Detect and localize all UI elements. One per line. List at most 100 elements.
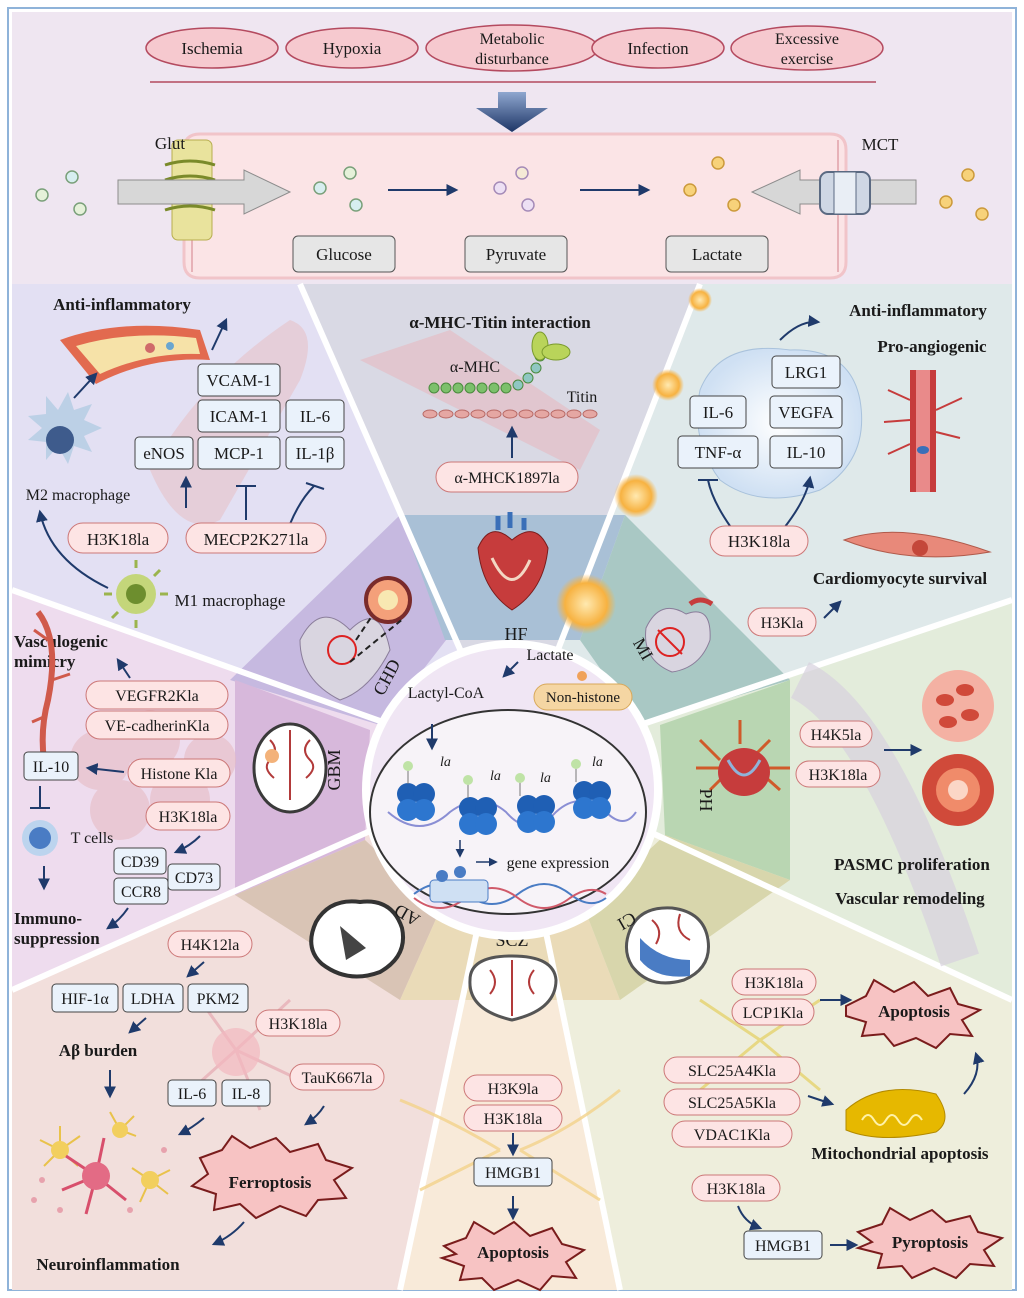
arrow-to-glycolysis — [186, 961, 205, 978]
abeta-burden: Aβ burden — [59, 1041, 138, 1060]
center-non-histone: Non-histone — [546, 690, 621, 706]
il1b-label: IL-1β — [296, 444, 335, 463]
gbm-vecadherinkla: VE-cadherinKla — [105, 718, 210, 735]
non-histone-dot — [577, 671, 587, 681]
la-mark-1: la — [440, 755, 451, 770]
gbm-vegfr2kla: VEGFR2Kla — [115, 688, 199, 705]
mi-pro-angiogenic: Pro-angiogenic — [877, 337, 987, 356]
la-mark-2: la — [490, 769, 501, 784]
pyruvate-label: Pyruvate — [486, 245, 546, 264]
ldha-label: LDHA — [131, 991, 176, 1008]
sarcomere-background — [360, 330, 600, 470]
pkm2-label: PKM2 — [197, 991, 240, 1008]
arrow-lactate-to-coa — [502, 661, 519, 678]
arrow-to-cd39 — [173, 835, 201, 854]
scz-neuron-background — [399, 1088, 621, 1202]
nucleosome-1: la — [397, 755, 451, 821]
pasmc-background — [790, 662, 979, 967]
mi-heart-icon — [645, 597, 714, 673]
ad-neuron-body — [212, 1028, 260, 1076]
inhibit-tcells — [30, 786, 50, 809]
center-lactyl-coa: Lactyl-CoA — [408, 685, 485, 702]
immuno-suppression: Immuno-suppression — [14, 909, 100, 948]
m1-macrophage-icon — [104, 560, 168, 628]
pasmc-proliferation: PASMC proliferation — [834, 855, 990, 874]
ci-apoptosis-burst-icon — [845, 978, 983, 1050]
enos-label: eNOS — [143, 444, 185, 463]
chd-marker-boxes: VCAM-1 ICAM-1 IL-6 eNOS MCP-1 IL-1β — [134, 363, 345, 470]
arrow-ccr8-to-immuno — [106, 907, 129, 930]
gbm-il10: IL-10 — [33, 759, 69, 776]
lrg1-label: LRG1 — [785, 363, 828, 382]
non-histone-pill — [533, 683, 633, 711]
arrow-il-to-neuro — [177, 1117, 205, 1136]
chd-h3k18la: H3K18la — [87, 530, 150, 549]
ad-glycolysis-boxes: HIF-1α LDHA PKM2 — [51, 983, 249, 1013]
amhc-chain-icon — [428, 331, 571, 394]
trigger-ischemia: Ischemia — [181, 39, 243, 58]
vegfa-label: VEGFA — [778, 403, 834, 422]
il6-chd-label: IL-6 — [300, 407, 330, 426]
ci-hmgb1: HMGB1 — [755, 1238, 811, 1255]
pyroptosis: Pyroptosis — [892, 1233, 969, 1252]
inhibit-mcp1 — [236, 485, 256, 520]
ferroptosis: Ferroptosis — [229, 1173, 312, 1192]
hf-amhck1897la: α-MHCK1897la — [454, 470, 559, 487]
ad-il8: IL-8 — [232, 1086, 260, 1103]
nucleosome-3: la — [515, 771, 555, 833]
vcam1-label: VCAM-1 — [206, 371, 271, 390]
arrow-m1-to-m2 — [36, 509, 109, 589]
chd-mecp2k271la: MECP2K271la — [204, 530, 309, 549]
nucleosome-group: la la la la — [397, 755, 611, 835]
blood-vessel-icon — [883, 370, 963, 492]
lactate-dots — [683, 156, 989, 221]
chd-heart-icon — [299, 576, 412, 701]
ci-h3k18la-2: H3K18la — [707, 1181, 766, 1198]
big-down-arrow — [476, 92, 548, 132]
gbm-histone-kla: Histone Kla — [141, 766, 218, 783]
glucose-dots-outside — [35, 170, 87, 216]
gbm-t-cells: T cells — [71, 830, 114, 847]
sector-scz — [400, 768, 620, 1290]
scz-h3k18la: H3K18la — [484, 1111, 543, 1128]
la-mark-4: la — [592, 755, 603, 770]
pyroptosis-burst-icon — [854, 1206, 1005, 1280]
trigger-infection: Infection — [627, 39, 689, 58]
il10-mi-label: IL-10 — [787, 443, 826, 462]
arrow-to-anti-inflammatory — [211, 317, 228, 351]
gbm-h3k18la: H3K18la — [159, 809, 218, 826]
arrow-to-il10 — [783, 475, 815, 529]
lactate-comet-icon — [556, 288, 712, 634]
m1-macrophage-label: M1 macrophage — [175, 591, 286, 610]
mcp1-label: MCP-1 — [214, 444, 264, 463]
ci-slc25a4kla: SLC25A4Kla — [688, 1063, 776, 1080]
scz-brain-icon — [468, 954, 558, 1022]
arrow-tau-to-ferro — [304, 1105, 325, 1126]
glucose-dots-inside — [313, 166, 363, 212]
mi-h3k18la: H3K18la — [728, 532, 791, 551]
ci-apoptosis: Apoptosis — [878, 1002, 950, 1021]
scz-hmgb1: HMGB1 — [485, 1165, 541, 1182]
lactate-label: Lactate — [692, 245, 742, 264]
arrow-to-survival — [823, 600, 842, 619]
inhibit-tnfa — [698, 479, 731, 527]
glucose-label: Glucose — [316, 245, 372, 264]
arrow-to-abeta — [128, 1017, 147, 1034]
mitochondria-icon — [845, 1089, 946, 1138]
ph-h3k18la: H3K18la — [809, 767, 868, 784]
ad-brain-icon — [309, 899, 405, 979]
arrow-ferro-to-neuro — [211, 1221, 245, 1246]
ci-brain-icon — [625, 906, 710, 985]
chd-outcome-anti-inflammatory: Anti-inflammatory — [53, 295, 191, 314]
cardiomyocyte-icon — [842, 531, 992, 558]
m2-macrophage-label: M2 macrophage — [26, 487, 130, 504]
cardiomyocyte-survival: Cardiomyocyte survival — [813, 569, 988, 588]
il6-mi-label: IL-6 — [703, 403, 733, 422]
mi-anti-inflammatory: Anti-inflammatory — [849, 301, 987, 320]
inhibit-il1b — [289, 482, 325, 525]
